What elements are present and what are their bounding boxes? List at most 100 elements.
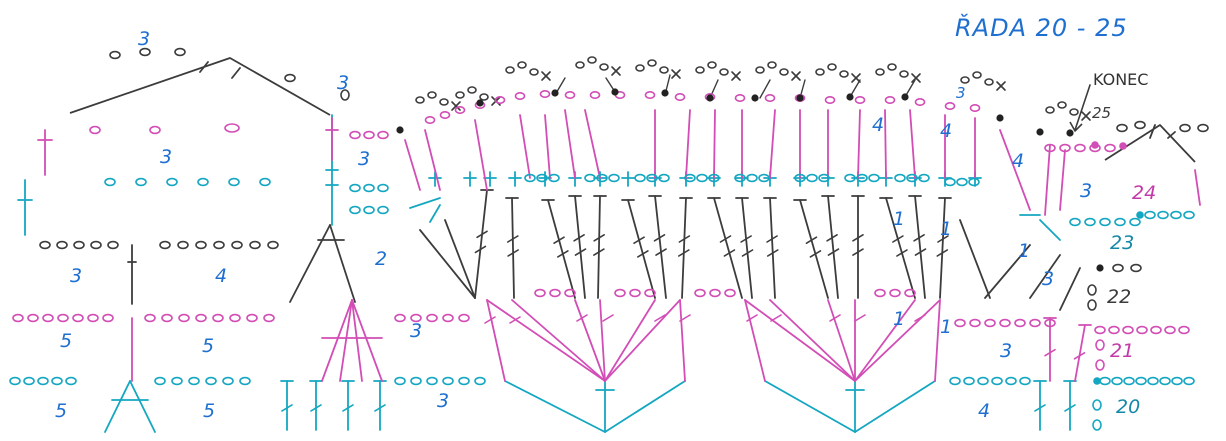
chain-stitch [584,173,596,183]
stitch-line [914,314,926,322]
chain-stitch [90,240,102,250]
stitch-line [342,404,354,412]
chain-stitch [1147,376,1159,386]
stitch-line [573,234,585,242]
chain-stitch [212,313,224,323]
chain-stitch [968,177,980,187]
chain-stitch [415,96,425,104]
stitch-count: 3 [337,72,350,94]
chain-stitch [1179,123,1191,133]
chain-stitch [734,94,746,103]
chain-stitch [969,318,981,328]
chain-stitch [564,288,576,298]
stitch-line [885,197,916,299]
stitch-line [805,236,818,244]
chain-stitch [340,89,350,101]
chain-stitch [1029,318,1041,328]
stitch-count: 3 [138,28,151,50]
chain-stitch [767,61,777,69]
chain-stitch [458,313,470,323]
chain-stitch [1197,123,1209,133]
stitch-line [759,79,771,99]
chain-stitch [1087,284,1097,296]
chain-stitch [109,50,121,60]
stitch-line [1059,149,1066,211]
chain-stitch [1069,108,1079,116]
stitch-line [444,219,476,299]
chain-stitch [844,173,856,183]
stitch-line [599,299,606,382]
stitch-line [1044,144,1051,216]
chain-stitch [1045,106,1055,114]
chain-stitch [1178,325,1190,335]
stitch-line [574,299,606,382]
chain-stitch [944,102,956,111]
stitch-line [351,299,383,382]
chain-stitch [144,313,156,323]
chain-stitch [377,205,389,215]
chart-heading: ŘADA 20 - 25 [955,14,1128,42]
chain-stitch [442,376,454,386]
chain-stitch [674,93,686,102]
chain-stitch [779,68,789,76]
stitch-line [892,235,904,243]
chain-stitch [755,66,765,74]
chain-stitch [539,90,551,99]
chain-stitch [1108,325,1120,335]
chain-stitch [246,313,258,323]
slip-stitch [1036,128,1044,136]
chain-stitch [102,313,114,323]
chain-stitch [394,313,406,323]
chain-stitch [107,240,119,250]
chain-stitch [1099,217,1111,227]
stitch-line [857,109,861,179]
slip-stitch [706,94,714,102]
stitch-count: 3 [358,148,371,170]
stitch-line [1044,348,1056,357]
chain-stitch [549,288,561,298]
stitch-count: 1 [893,208,906,230]
chain-stitch [263,313,275,323]
stitch-line [671,69,681,79]
chain-stitch [135,177,147,187]
stitch-count: 5 [203,400,216,422]
slip-stitch [996,114,1004,122]
stitch-line [741,197,753,299]
stitch-line [553,236,565,244]
stitch-line [544,114,551,179]
stitch-count: 3 [70,265,83,287]
stitch-line [281,404,293,412]
chain-stitch [195,313,207,323]
chain-stitch [439,111,451,120]
stitch-line [511,197,515,299]
chain-stitch [394,376,406,386]
stitch-count: 5 [55,400,68,422]
stitch-line [791,71,801,81]
stitch-line [679,314,691,322]
chain-stitch [178,313,190,323]
chain-stitch [42,313,54,323]
chain-stitch [363,205,375,215]
stitch-line [999,129,1031,211]
stitch-count: 4 [872,114,885,136]
chain-stitch [806,173,818,183]
stitch-line [1074,84,1091,131]
chain-stitch [1130,263,1142,273]
chain-stitch [1069,217,1081,227]
chain-stitch [195,240,207,250]
chain-stitch [1019,376,1031,386]
chain-stitch [197,177,209,187]
stitch-count: 4 [215,265,228,287]
stitch-line [914,195,926,299]
chain-stitch [1171,376,1183,386]
chain-stitch [644,91,656,100]
stitch-line [429,204,441,223]
stitch-line [884,109,887,179]
stitch-line [1081,111,1091,121]
chain-stitch [267,240,279,250]
chain-stitch [1074,143,1086,153]
stitch-line [231,67,241,79]
chain-stitch [56,240,68,250]
chain-stitch [479,93,489,101]
stitch-line [1194,169,1201,206]
